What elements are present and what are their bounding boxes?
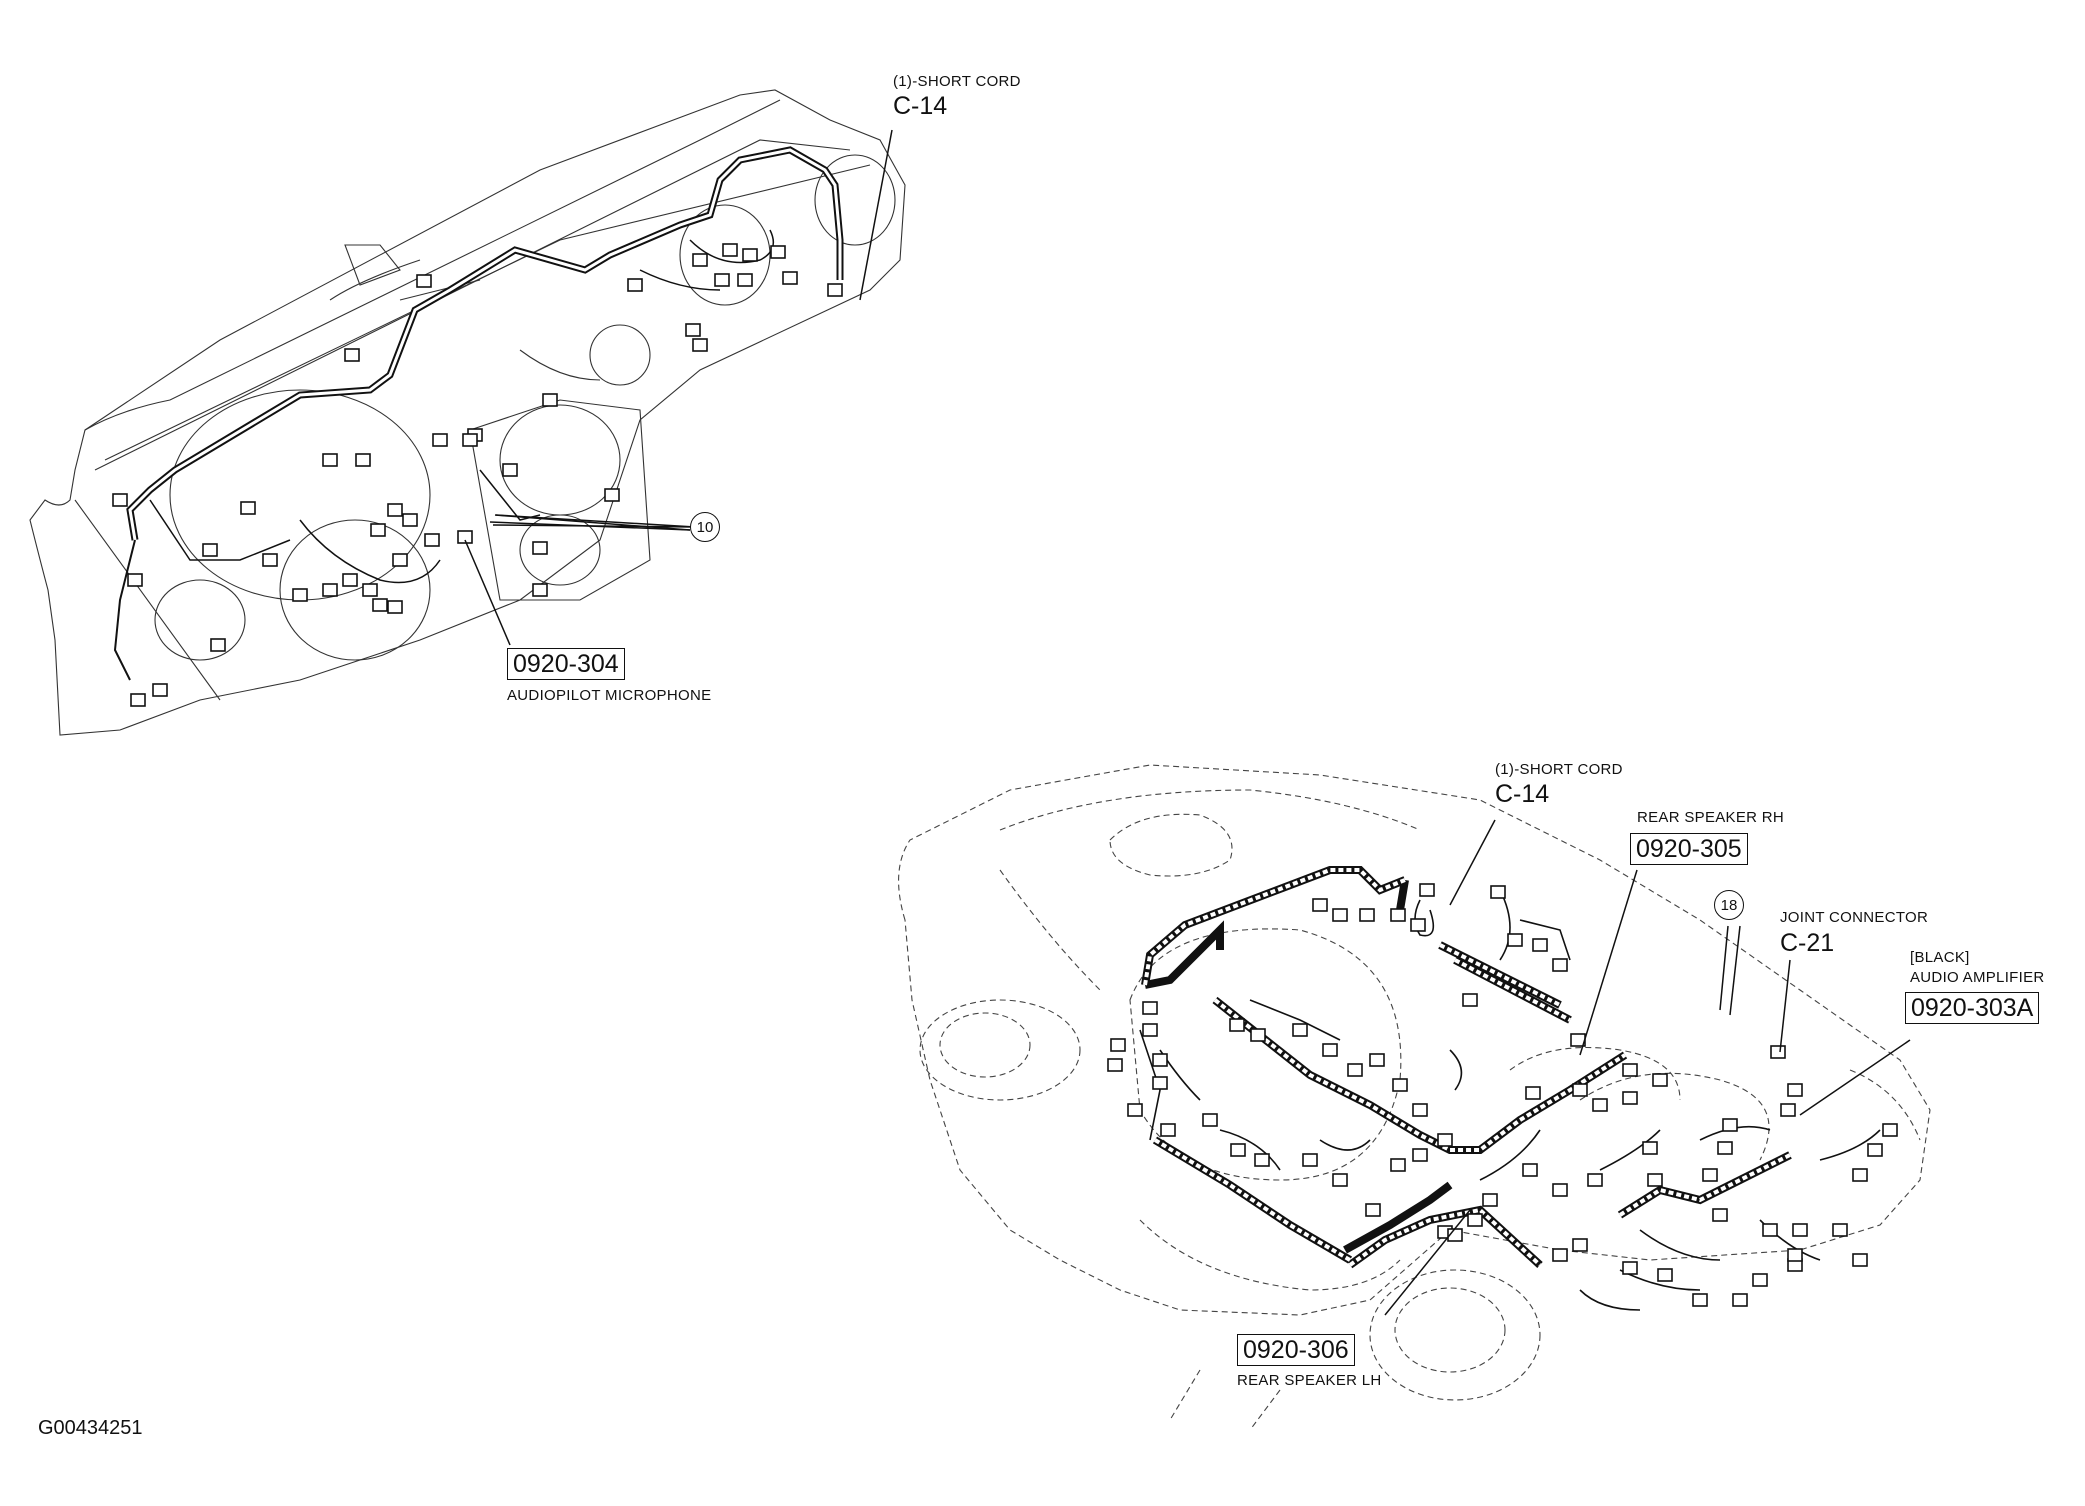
dash-mic-label: AUDIOPILOT MICROPHONE [507,687,712,704]
rear-speaker-rh-code: 0920-305 [1630,833,1748,865]
dash-callout-number: 10 [696,518,714,536]
car-short-cord-code: C-14 [1495,780,1550,808]
car-connectors [1107,883,1898,1307]
figure-id: G00434251 [38,1417,143,1439]
car-callout-18: 18 [1714,890,1744,920]
car-body-illustration [898,764,1931,1431]
amp-code: 0920-303A [1905,992,2040,1024]
car-harness [1139,866,1881,1311]
callout-leaders [492,514,696,528]
dashboard-harness [113,146,844,681]
car-short-cord-label: (1)-SHORT CORD [1495,761,1623,778]
rear-speaker-rh-label: REAR SPEAKER RH [1637,809,1785,826]
dash-short-cord-label: (1)-SHORT CORD [893,73,1021,90]
dashboard-illustration [29,89,906,736]
rear-speaker-lh-code: 0920-306 [1237,1334,1355,1366]
amp-label: AUDIO AMPLIFIER [1910,969,2045,986]
dash-callout-10: 10 [690,512,720,542]
dash-mic-code: 0920-304 [507,648,625,680]
rear-speaker-lh-label: REAR SPEAKER LH [1237,1372,1382,1389]
car-callout-number: 18 [1720,896,1738,914]
joint-connector-label: JOINT CONNECTOR [1780,909,1929,926]
joint-connector-code: C-21 [1780,929,1835,957]
amp-color-label: [BLACK] [1910,949,1970,966]
car-leaders [1384,819,1911,1316]
dash-short-cord-code: C-14 [893,92,948,120]
